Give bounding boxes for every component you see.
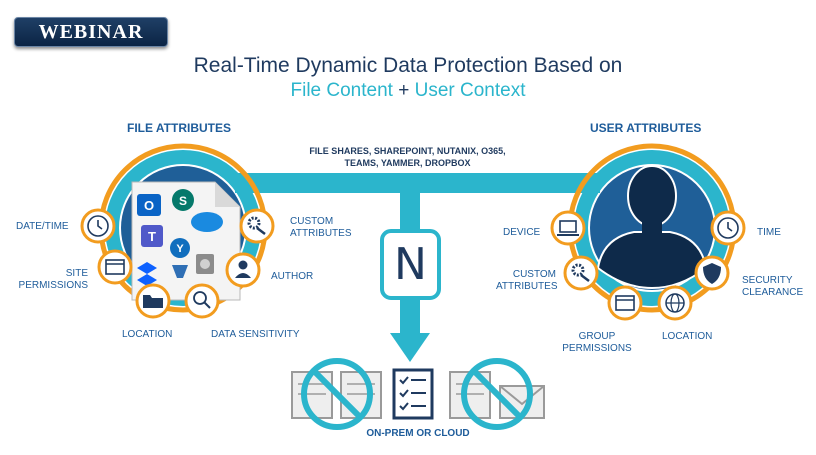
user-silhouette-icon — [596, 165, 708, 290]
file-attr-data-sensitivity: DATA SENSITIVITY — [211, 329, 300, 340]
svg-text:T: T — [148, 229, 156, 244]
on-prem-or-cloud-label: ON-PREM OR CLOUD — [366, 428, 470, 439]
onedrive-icon — [191, 212, 223, 232]
yammer-icon: Y — [170, 238, 190, 258]
nutanix-icon — [172, 265, 188, 278]
custom-attributes-line-1: CUSTOM — [290, 216, 334, 227]
user-attr-custom-attributes: CUSTOM ATTRIBUTES — [496, 269, 558, 293]
file-attr-custom-attributes: CUSTOM ATTRIBUTES — [290, 216, 351, 240]
subtitle-user-context: User Context — [414, 80, 526, 101]
site-permissions-line-2: PERMISSIONS — [18, 280, 88, 291]
security-clearance-line-2: CLEARANCE — [742, 287, 804, 298]
user-attr-security-clearance: SECURITY CLEARANCE — [742, 275, 803, 299]
data-sources-line-2: TEAMS, YAMMER, DROPBOX — [344, 158, 471, 168]
user-attr-location: LOCATION — [662, 331, 713, 342]
file-attr-author: AUTHOR — [271, 271, 314, 282]
user-custom-attributes-line-1: CUSTOM — [512, 269, 556, 280]
blocked-email-icon — [449, 358, 545, 430]
user-attr-group-permissions: GROUP PERMISSIONS — [557, 331, 637, 355]
webinar-badge: WEBINAR — [14, 17, 168, 47]
gears-icon — [563, 255, 599, 291]
checklist-icon — [392, 368, 434, 420]
browser-window-icon — [607, 285, 643, 321]
svg-text:O: O — [144, 198, 154, 213]
clock-icon — [80, 208, 116, 244]
folder-icon — [135, 283, 171, 319]
site-permissions-line-1: SITE — [65, 268, 88, 279]
user-custom-attributes-line-2: ATTRIBUTES — [496, 281, 558, 292]
nextlabs-logo-letter: N — [394, 239, 427, 290]
nextlabs-logo-icon — [380, 229, 441, 300]
sharepoint-icon: S — [172, 189, 194, 211]
globe-icon — [657, 285, 693, 321]
file-attr-date-time: DATE/TIME — [16, 221, 69, 232]
file-server-icon — [196, 254, 214, 274]
security-clearance-line-1: SECURITY — [742, 275, 793, 286]
group-permissions-line-1: GROUP — [578, 331, 616, 342]
subtitle-plus: + — [392, 80, 415, 101]
page-subtitle: File Content + User Context — [0, 80, 816, 102]
group-permissions-line-2: PERMISSIONS — [562, 343, 632, 354]
dropbox-icon — [137, 262, 157, 286]
svg-text:S: S — [179, 194, 187, 208]
file-attr-site-permissions: SITE PERMISSIONS — [18, 268, 88, 292]
arrow-down-icon — [390, 333, 430, 362]
laptop-icon — [550, 210, 586, 246]
file-attributes-heading: FILE ATTRIBUTES — [127, 121, 231, 135]
gears-icon — [239, 208, 275, 244]
user-attr-device: DEVICE — [503, 227, 541, 238]
shield-icon — [694, 255, 730, 291]
clock-icon — [710, 210, 746, 246]
data-sources-text: FILE SHARES, SHAREPOINT, NUTANIX, O365, … — [285, 145, 530, 169]
author-person-icon — [225, 252, 261, 288]
user-attributes-heading: USER ATTRIBUTES — [590, 121, 702, 135]
magnifier-data-icon — [184, 283, 220, 319]
svg-text:Y: Y — [176, 243, 184, 255]
file-attr-location: LOCATION — [122, 329, 173, 340]
subtitle-file-content: File Content — [290, 80, 393, 101]
custom-attributes-line-2: ATTRIBUTES — [290, 228, 352, 239]
outlook-icon: O — [137, 194, 161, 216]
blocked-documents-left-icon — [291, 358, 382, 430]
teams-icon: T — [141, 225, 163, 247]
user-attr-time: TIME — [757, 227, 781, 238]
data-sources-line-1: FILE SHARES, SHAREPOINT, NUTANIX, O365, — [309, 146, 506, 156]
browser-window-icon — [97, 249, 133, 285]
page-title: Real-Time Dynamic Data Protection Based … — [193, 54, 623, 77]
